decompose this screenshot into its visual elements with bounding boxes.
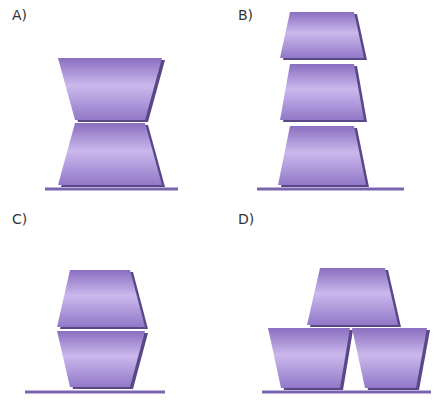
block bbox=[58, 123, 162, 185]
block bbox=[352, 328, 427, 388]
block bbox=[278, 126, 366, 185]
ground-lines bbox=[25, 189, 431, 392]
block bbox=[307, 268, 398, 325]
ground-line bbox=[262, 391, 431, 394]
panel-label: D) bbox=[238, 212, 254, 227]
panel-label: B) bbox=[238, 8, 253, 23]
block bbox=[268, 328, 350, 388]
ground-line bbox=[25, 391, 165, 394]
panel-label: C) bbox=[12, 212, 27, 227]
blocks bbox=[57, 12, 427, 388]
ground-line bbox=[45, 188, 178, 191]
ground-line bbox=[257, 188, 404, 191]
block bbox=[57, 331, 145, 387]
panel-label: A) bbox=[12, 8, 27, 23]
block bbox=[280, 64, 364, 120]
block bbox=[57, 270, 145, 327]
block bbox=[280, 12, 364, 58]
block bbox=[58, 58, 162, 120]
